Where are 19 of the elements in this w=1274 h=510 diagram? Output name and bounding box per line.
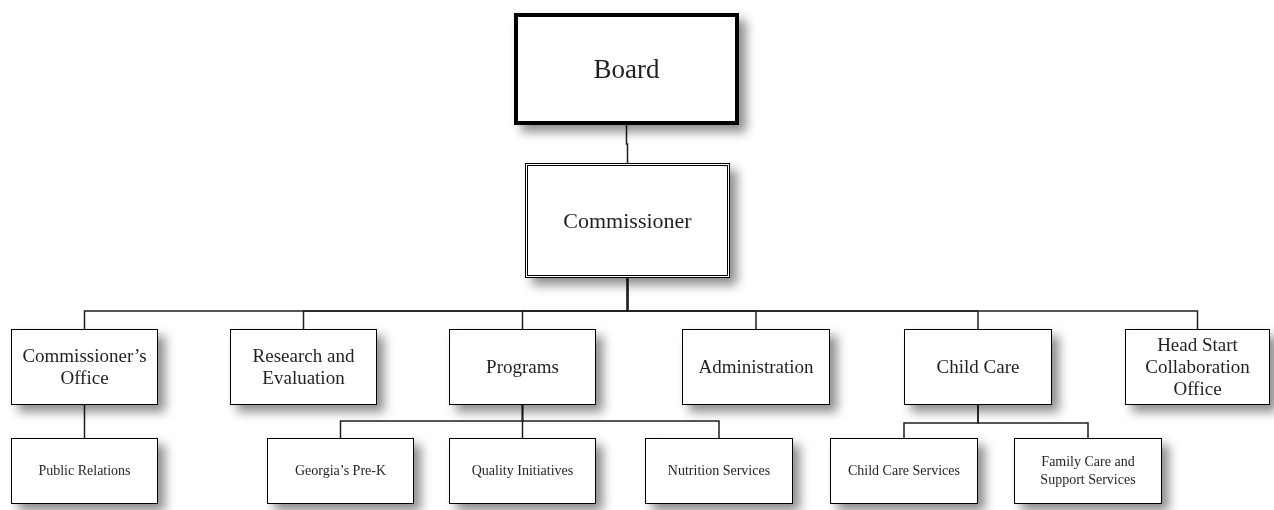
- connector-line: [83, 404, 86, 439]
- org-box: Administration: [682, 329, 830, 405]
- org-box: Georgia’s Pre-K: [267, 438, 414, 504]
- org-box: Commissioner’s Office: [11, 329, 158, 405]
- connector-line: [626, 277, 1199, 330]
- org-box: Family Care and Support Services: [1014, 438, 1162, 504]
- connector-line: [521, 404, 720, 439]
- org-box: Head Start Collaboration Office: [1125, 329, 1270, 405]
- org-box: Programs: [449, 329, 596, 405]
- org-box: Research and Evaluation: [230, 329, 377, 405]
- board-box: Board: [514, 13, 739, 125]
- commissioner-box: Commissioner: [525, 163, 730, 278]
- connector-line: [625, 124, 629, 164]
- org-box: Child Care: [904, 329, 1052, 405]
- org-box: Public Relations: [11, 438, 158, 504]
- org-box: Child Care Services: [830, 438, 978, 504]
- org-box: Nutrition Services: [645, 438, 793, 504]
- org-box: Quality Initiatives: [449, 438, 596, 504]
- connector-line: [977, 404, 1089, 439]
